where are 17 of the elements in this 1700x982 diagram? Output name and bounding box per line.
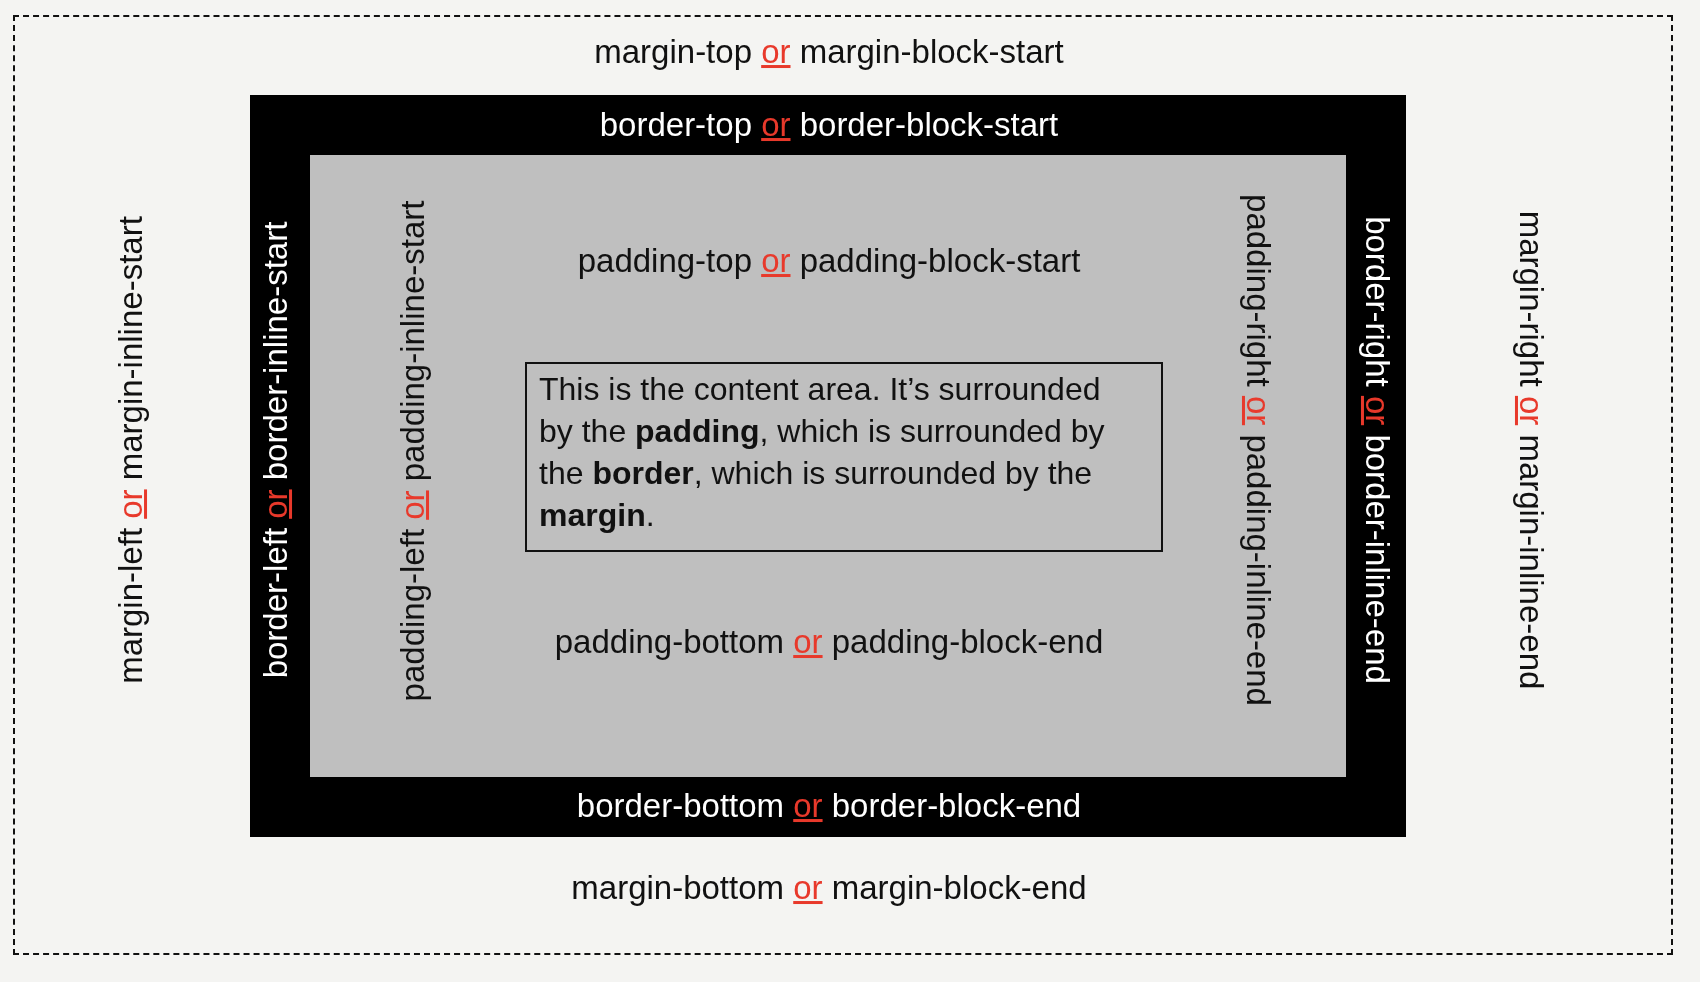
margin-label: margin-left or margin-inline-start bbox=[112, 216, 150, 684]
margin-label: margin-right or margin-inline-end bbox=[1512, 210, 1550, 690]
border-label: border-right or border-inline-end bbox=[1358, 216, 1396, 684]
padding-label: padding-top or padding-block-start bbox=[577, 242, 1081, 280]
margin-area bbox=[13, 15, 1673, 955]
margin-label: margin-bottom or margin-block-end bbox=[571, 869, 1087, 907]
padding-label: padding-left or padding-inline-start bbox=[394, 200, 432, 702]
padding-label: padding-bottom or padding-block-end bbox=[554, 623, 1104, 661]
content-box bbox=[525, 362, 1163, 552]
border-area bbox=[250, 95, 1406, 837]
padding-area bbox=[310, 155, 1346, 777]
content-text: This is the content area. It’s surrounded by the padding, which is surrounded by the border, which is surrounded by the margin. bbox=[539, 370, 1106, 535]
padding-label: padding-right or padding-inline-end bbox=[1239, 194, 1277, 706]
border-label: border-left or border-inline-start bbox=[257, 221, 295, 679]
margin-label: margin-top or margin-block-start bbox=[594, 33, 1064, 71]
border-label: border-top or border-block-start bbox=[599, 106, 1059, 144]
border-label: border-bottom or border-block-end bbox=[576, 787, 1082, 825]
